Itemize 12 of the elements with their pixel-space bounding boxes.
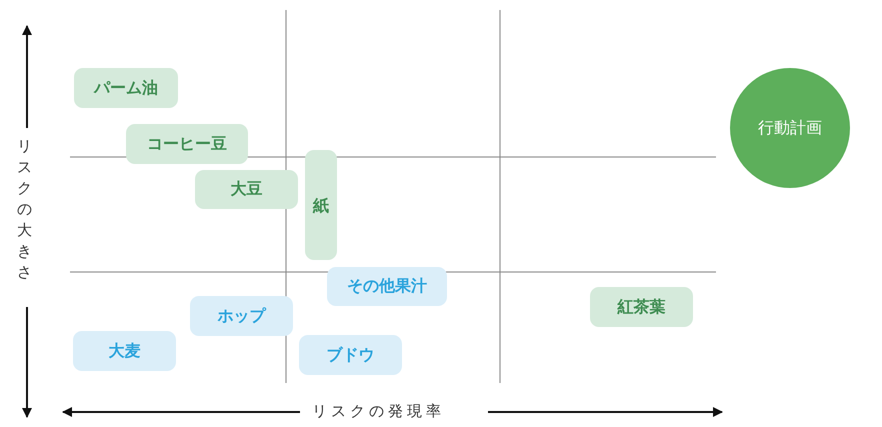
item-box: コーヒー豆: [126, 124, 248, 164]
item-box: その他果汁: [327, 267, 447, 306]
axis-label: リスクの大きさ: [17, 136, 34, 283]
item-box: 大麦: [73, 331, 176, 371]
item-box: パーム油: [74, 68, 178, 108]
item-box: 紙: [305, 150, 337, 260]
item-box: ホップ: [190, 296, 293, 336]
item-box: 大豆: [195, 170, 298, 209]
item-box: ブドウ: [299, 335, 402, 375]
item-box: 紅茶葉: [590, 287, 693, 327]
action-circle: 行動計画: [730, 68, 850, 188]
axis-label: リスクの発現率: [312, 402, 445, 421]
